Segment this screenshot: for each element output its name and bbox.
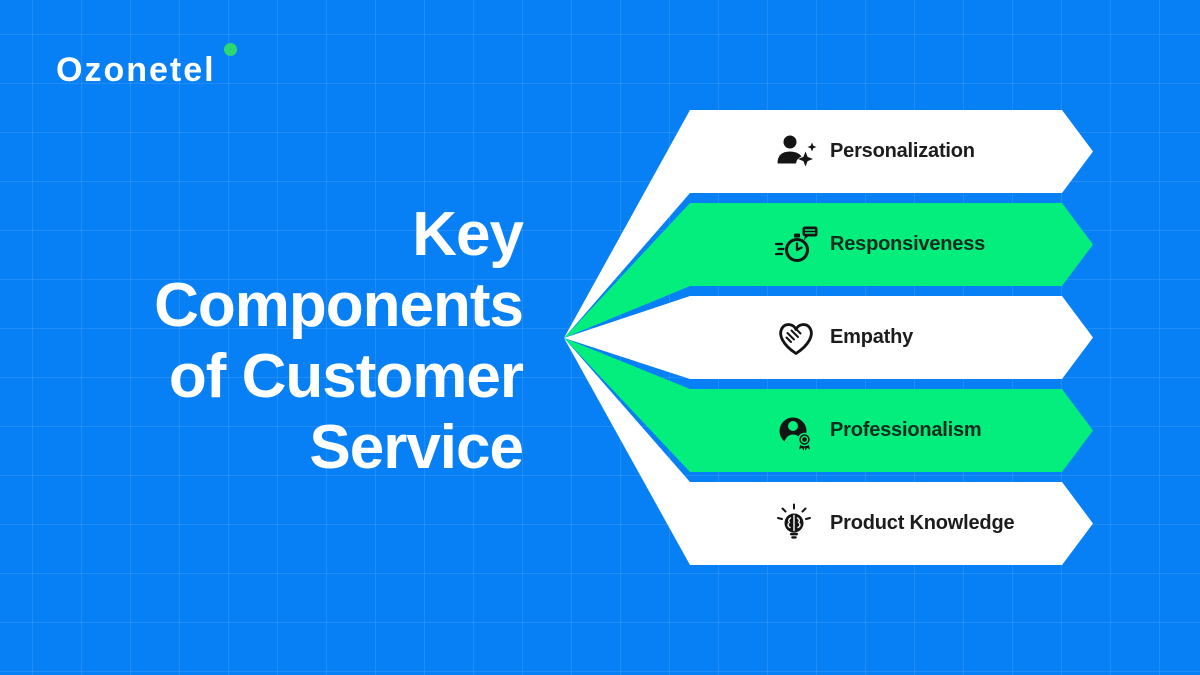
person-sparkles-icon [777, 135, 817, 166]
logo-text: Ozonetel [56, 51, 216, 89]
banner-label: Empathy [830, 326, 914, 348]
stopwatch-chat-icon [774, 226, 818, 262]
person-medal-icon [779, 417, 812, 451]
page-title-line: Key [412, 200, 524, 269]
banner-product-knowledge: Product Knowledge [688, 482, 1062, 565]
handshake-heart-icon [779, 322, 813, 355]
banner-label: Professionalism [830, 419, 982, 441]
banner-professionalism: Professionalism [688, 389, 1062, 472]
ozonetel-logo: Ozonetel [56, 42, 276, 97]
banner-label: Product Knowledge [830, 512, 1015, 534]
page-title-line: Service [309, 413, 524, 482]
lightbulb-brain-icon [777, 503, 811, 539]
banner-shape-product-knowledge [564, 338, 1093, 565]
banner-personalization: Personalization [688, 110, 1062, 193]
page-title: Key Components of Customer Service [0, 199, 524, 483]
page-title-line: of Customer [168, 342, 524, 411]
banner-shape-empathy [564, 296, 1093, 379]
page-title-line: Components [154, 271, 524, 340]
banner-shape-responsiveness [564, 203, 1093, 338]
banner-responsiveness: Responsiveness [688, 203, 1062, 286]
banner-shape-personalization [564, 110, 1093, 338]
logo-ring-icon [224, 43, 237, 56]
banner-label: Personalization [830, 140, 975, 162]
banner-empathy: Empathy [688, 296, 1062, 379]
banner-shape-professionalism [564, 338, 1093, 472]
banner-label: Responsiveness [830, 233, 986, 255]
